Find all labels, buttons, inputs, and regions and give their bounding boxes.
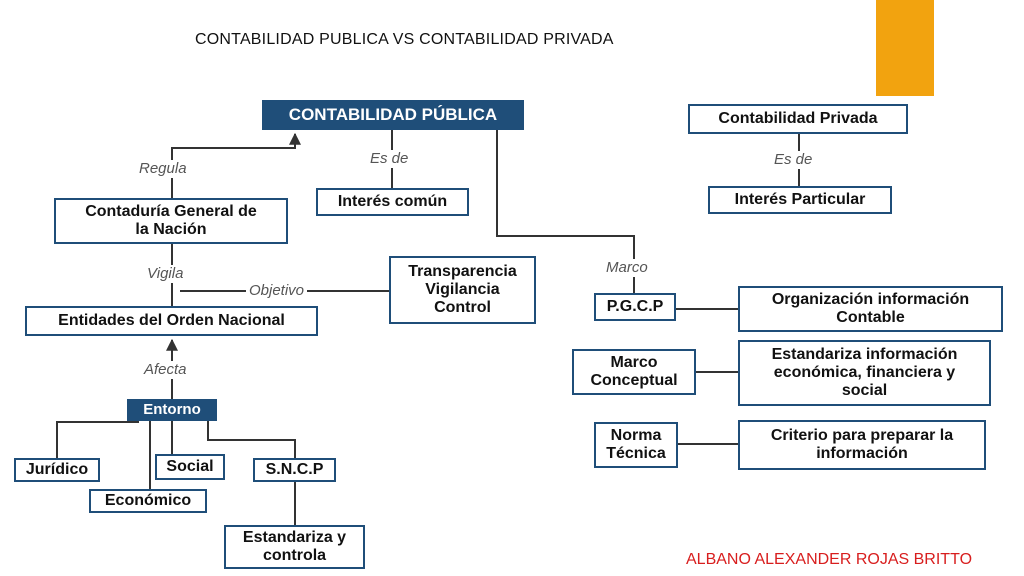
accent-rectangle bbox=[876, 0, 934, 96]
label-es-de-privada: Es de bbox=[771, 151, 816, 169]
node-social: Social bbox=[155, 454, 225, 480]
edge-entorno-juridico bbox=[56, 410, 139, 458]
node-contabilidad-privada: Contabilidad Privada bbox=[688, 104, 908, 134]
node-norma-tecnica: Norma Técnica bbox=[594, 422, 678, 468]
slide-title: CONTABILIDAD PUBLICA VS CONTABILIDAD PRI… bbox=[195, 31, 614, 48]
node-pgcp: P.G.C.P bbox=[594, 293, 676, 321]
node-contabilidad-publica: CONTABILIDAD PÚBLICA bbox=[262, 100, 524, 130]
node-economico: Económico bbox=[89, 489, 207, 513]
node-organizacion: Organización información Contable bbox=[738, 286, 1003, 332]
node-interes-particular: Interés Particular bbox=[708, 186, 892, 214]
label-vigila: Vigila bbox=[144, 265, 187, 283]
node-entidades: Entidades del Orden Nacional bbox=[25, 306, 318, 336]
node-juridico: Jurídico bbox=[14, 458, 100, 482]
label-es-de-publica: Es de bbox=[367, 150, 412, 168]
edge-entorno-sncp bbox=[207, 421, 296, 458]
label-marco: Marco bbox=[603, 259, 651, 277]
node-marco-conceptual: Marco Conceptual bbox=[572, 349, 696, 395]
node-entorno: Entorno bbox=[127, 399, 217, 421]
edge-regula bbox=[171, 132, 301, 198]
node-interes-comun: Interés común bbox=[316, 188, 469, 216]
node-transparencia: Transparencia Vigilancia Control bbox=[389, 256, 536, 324]
label-regula: Regula bbox=[136, 160, 190, 178]
node-contaduria-general: Contaduría General de la Nación bbox=[54, 198, 288, 244]
author-name: ALBANO ALEXANDER ROJAS BRITTO bbox=[686, 551, 973, 568]
label-objetivo: Objetivo bbox=[246, 282, 308, 300]
node-criterio: Criterio para preparar la información bbox=[738, 420, 986, 470]
node-estandariza-info: Estandariza información económica, finan… bbox=[738, 340, 991, 406]
node-estandariza-controla: Estandariza y controla bbox=[224, 525, 365, 569]
node-sncp: S.N.C.P bbox=[253, 458, 336, 482]
label-afecta: Afecta bbox=[141, 361, 190, 379]
